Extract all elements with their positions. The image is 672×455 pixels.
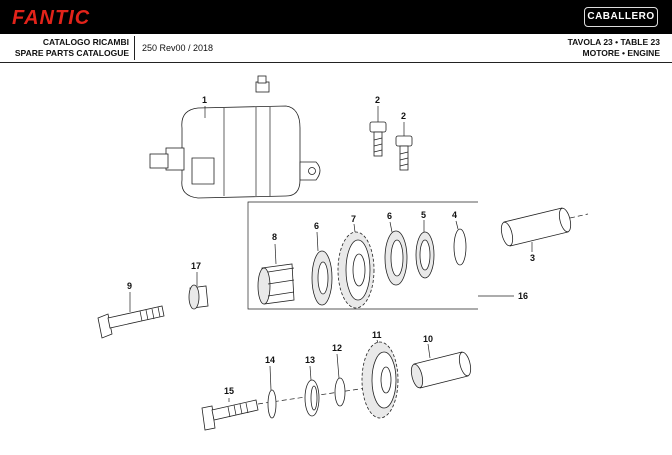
callout-15: 15 (224, 386, 234, 396)
table-reference: TAVOLA 23 • TABLE 23 (567, 37, 660, 47)
leader-12 (336, 353, 340, 379)
spline-hub-8 (257, 263, 295, 305)
callout-1: 1 (202, 95, 207, 105)
table-labels: TAVOLA 23 • TABLE 23 MOTORE • ENGINE (568, 37, 660, 59)
washer-14 (267, 389, 277, 419)
callout-6a: 6 (387, 211, 392, 221)
callout-11: 11 (372, 330, 382, 340)
callout-5: 5 (421, 210, 426, 220)
callout-7: 7 (351, 214, 356, 224)
callout-12: 12 (332, 343, 342, 353)
leader-13 (309, 365, 312, 381)
washer-12 (334, 377, 346, 407)
bolt-2a (369, 121, 387, 157)
dash-3 (569, 213, 589, 219)
edition-label: 250 Rev00 / 2018 (142, 43, 214, 53)
leader-6b (316, 231, 319, 252)
leader-4 (455, 220, 459, 230)
leader-8 (274, 243, 277, 265)
catalogue-header: CATALOGO RICAMBI SPARE PARTS CATALOGUE 2… (0, 34, 672, 63)
leader-10 (427, 343, 431, 359)
catalogue-title-it: CATALOGO RICAMBI (42, 37, 129, 47)
leader-7 (353, 223, 356, 233)
bolt-2b (395, 135, 413, 171)
bush-17 (188, 284, 209, 310)
bolt-15 (201, 399, 259, 431)
callout-4: 4 (452, 210, 457, 220)
brand-logo: FANTIC (12, 7, 90, 29)
leader-14 (269, 365, 272, 391)
callout-14: 14 (265, 355, 275, 365)
callout-10: 10 (423, 334, 433, 344)
catalogue-title-en: SPARE PARTS CATALOGUE (14, 48, 129, 58)
bearing-6a (384, 230, 408, 286)
callout-8: 8 (272, 232, 277, 242)
callout-17: 17 (191, 261, 201, 271)
catalogue-labels: CATALOGO RICAMBI SPARE PARTS CATALOGUE (0, 37, 129, 59)
assembly-16-frame (247, 201, 478, 310)
top-bar: FANTIC CABALLERO (0, 0, 672, 34)
leader-6a (389, 221, 393, 233)
callout-2a: 2 (375, 95, 380, 105)
callout-9: 9 (127, 281, 132, 291)
dash-axis-lower (257, 385, 381, 405)
callout-3: 3 (530, 253, 535, 263)
starter-motor (149, 75, 321, 199)
circlip-4 (453, 228, 467, 266)
bearing-6b (311, 250, 333, 306)
bolt-9 (97, 305, 165, 339)
callout-6b: 6 (314, 221, 319, 231)
callout-13: 13 (305, 355, 315, 365)
circlip-13 (304, 379, 320, 417)
brand-logo-text: FANTIC (12, 7, 90, 29)
section-name: MOTORE • ENGINE (582, 48, 660, 58)
exploded-diagram: 1 2 2 3 4 5 6 6 7 8 9 10 11 12 13 14 15 … (97, 75, 589, 431)
sleeve-10 (410, 351, 472, 389)
callout-2b: 2 (401, 111, 406, 121)
leader-11 (376, 339, 379, 344)
callout-16: 16 (518, 291, 528, 301)
gear-7 (337, 231, 375, 309)
model-badge: CABALLERO (584, 7, 658, 27)
header-divider (134, 36, 135, 60)
gear-11 (361, 341, 399, 419)
washer-5 (415, 231, 435, 279)
sleeve-3 (500, 207, 572, 247)
